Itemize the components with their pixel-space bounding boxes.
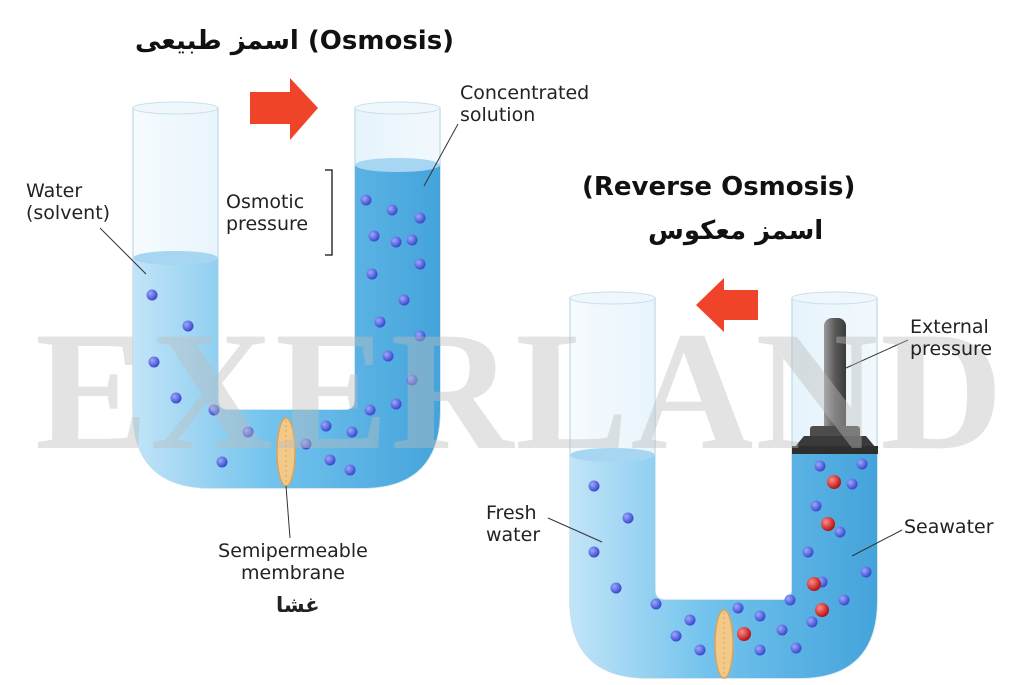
water-molecule [390,236,402,248]
water-molecule [846,478,858,490]
osmosis-title: اسمز طبیعی (Osmosis) [135,26,454,56]
water-molecule [806,616,818,628]
water-molecule [406,374,418,386]
water-molecule [838,594,850,606]
water-molecule [208,404,220,416]
water-molecule [146,289,158,301]
water-molecule [360,194,372,206]
osmosis-title-en: (Osmosis) [307,26,455,56]
piston-icon [792,318,878,454]
water-molecule [390,398,402,410]
external-pressure-label: External pressure [910,316,993,360]
water-molecule [834,526,846,538]
water-molecule [754,644,766,656]
salt-molecule [737,627,751,641]
osmosis-molecules [146,194,426,476]
water-molecule [324,454,336,466]
membrane-fa-label: غشا [276,593,320,617]
water-molecule [414,330,426,342]
reverse-water [570,448,877,678]
water-molecule [216,456,228,468]
water-molecule [414,258,426,270]
reverse-osmosis-title-en: (Reverse Osmosis) [582,172,856,202]
water-molecule [300,438,312,450]
water-molecule [588,546,600,558]
watermark: EXERLAND [35,297,1005,485]
water-molecule [810,500,822,512]
salt-molecule [821,517,835,531]
water-molecule [802,546,814,558]
water-molecule [366,268,378,280]
concentrated-solution-label: Concentrated solution [460,82,590,126]
water-molecule [856,458,868,470]
water-molecule [382,350,394,362]
salt-molecule [815,603,829,617]
water-molecule [860,566,872,578]
water-molecule [364,404,376,416]
osmotic-pressure-bracket [325,169,333,256]
water-molecule [398,294,410,306]
reverse-osmosis-title-fa: اسمز معکوس [648,216,824,246]
water-molecule [182,320,194,332]
water-molecule [754,610,766,622]
fresh-water-label: Fresh water [486,502,541,546]
water-solvent-label: Water (solvent) [26,180,111,224]
semipermeable-membrane-label: Semipermeable membrane [218,540,368,584]
water-molecule [650,598,662,610]
water-molecule [170,392,182,404]
arrow-right-icon [250,78,318,140]
reverse-molecules [588,458,872,656]
water-molecule [784,594,796,606]
water-molecule [148,356,160,368]
water-molecule [414,212,426,224]
arrow-left-icon [696,278,758,332]
water-molecule [368,230,380,242]
water-molecule [374,316,386,328]
salt-molecule [827,475,841,489]
water-molecule [684,614,696,626]
water-molecule [386,204,398,216]
reverse-u-tube [569,291,878,679]
water-molecule [344,464,356,476]
water-molecule [406,234,418,246]
water-molecule [814,460,826,472]
osmosis-title-fa: اسمز طبیعی [135,26,299,56]
osmotic-pressure-label: Osmotic pressure [226,191,309,235]
water-molecule [732,602,744,614]
water-molecule [776,624,788,636]
water-molecule [346,426,358,438]
seawater-label: Seawater [904,516,994,538]
water-molecule [790,642,802,654]
water-molecule [588,480,600,492]
water-molecule [242,426,254,438]
water-molecule [622,512,634,524]
water-molecule [610,582,622,594]
water-molecule [320,420,332,432]
water-molecule [670,630,682,642]
water-molecule [694,644,706,656]
salt-molecule [807,577,821,591]
